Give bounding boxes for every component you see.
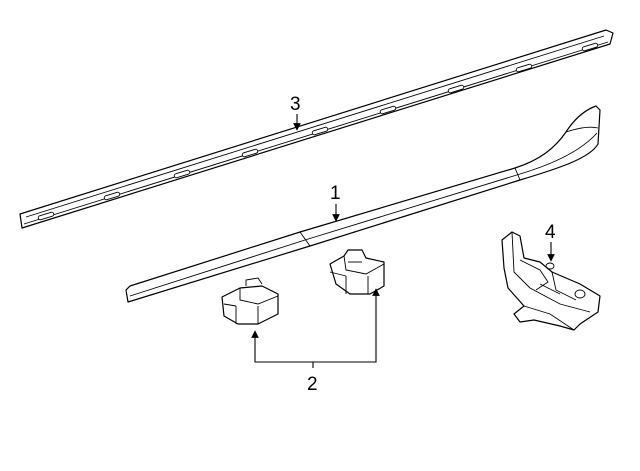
- part-4-bracket[interactable]: [501, 231, 601, 331]
- callout-3: 3: [290, 94, 301, 115]
- leader-2-right: [313, 288, 380, 363]
- leader-2-left: [251, 330, 313, 363]
- part-2-clip-left[interactable]: [221, 277, 279, 325]
- part-2-clip-right[interactable]: [329, 249, 385, 295]
- callout-4: 4: [545, 222, 556, 243]
- callout-2: 2: [307, 374, 318, 395]
- part-3-upper-molding[interactable]: [19, 29, 614, 229]
- molding-clip-slots: [37, 42, 599, 221]
- callout-1: 1: [330, 183, 341, 204]
- part-1-rocker-molding[interactable]: [125, 105, 601, 303]
